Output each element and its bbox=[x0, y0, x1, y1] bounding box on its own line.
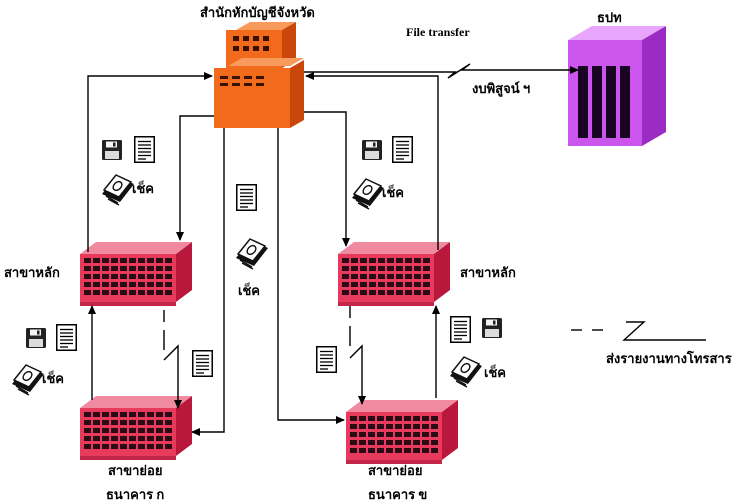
document-icon bbox=[450, 316, 471, 343]
cheque-stack-icon bbox=[449, 356, 483, 388]
legend-zigzag bbox=[622, 321, 706, 341]
provincial-office-building-icon bbox=[214, 22, 304, 128]
document-icon bbox=[134, 136, 155, 163]
cheque-label: เช็ค bbox=[484, 365, 506, 380]
sub-branch-a-label: สาขาย่อย bbox=[108, 463, 163, 478]
document-icon bbox=[192, 350, 213, 377]
cheque-label: เช็ค bbox=[382, 185, 404, 200]
cheque-label: เช็ค bbox=[132, 181, 154, 196]
cheque-stack-icon bbox=[351, 178, 385, 210]
provincial-office-label: สำนักหักบัญชีจังหวัด bbox=[200, 5, 315, 20]
office-to-main-left-arrow bbox=[176, 115, 214, 241]
center-icon-group bbox=[235, 184, 269, 270]
document-icon bbox=[236, 184, 257, 211]
main-left-to-office-arrow bbox=[87, 72, 213, 252]
sub-branch-a-bank-label: ธนาคาร ก bbox=[106, 487, 165, 502]
main-right-to-sub-b-telecom-arrow bbox=[349, 344, 366, 405]
lower-center-left-doc bbox=[192, 350, 213, 377]
main-right-to-office-arrow bbox=[305, 72, 439, 250]
office-to-sub-a-arrow bbox=[191, 128, 225, 436]
cheque-label: เช็ค bbox=[42, 371, 64, 386]
sub-branch-b-label: สาขาย่อย bbox=[368, 463, 423, 478]
document-icon bbox=[392, 136, 413, 163]
floppy-disk-icon bbox=[102, 140, 122, 160]
cheque-stack-icon bbox=[101, 174, 135, 206]
office-to-sub-b-arrow bbox=[277, 128, 345, 424]
bot-server-tower-icon bbox=[568, 26, 666, 146]
connector-lines bbox=[87, 63, 706, 436]
cheque-stack-icon bbox=[11, 364, 45, 396]
reconciliation-label: งบพิสูจน์ ฯ bbox=[472, 81, 531, 96]
cheque-label: เช็ค bbox=[238, 283, 260, 298]
sub-branch-b-bank-label: ธนาคาร ข bbox=[368, 487, 428, 502]
floppy-disk-icon bbox=[482, 318, 502, 338]
legend-telecom-label: ส่งรายงานทางโทรสาร bbox=[606, 351, 732, 366]
floppy-disk-icon bbox=[362, 140, 382, 160]
cheque-stack-icon bbox=[235, 238, 269, 270]
main-branch-left-label: สาขาหลัก bbox=[4, 265, 60, 280]
lower-center-right-doc bbox=[316, 346, 337, 373]
main-branch-right-icon bbox=[338, 242, 450, 306]
main-left-to-sub-a-telecom-arrow bbox=[163, 344, 182, 409]
bot-label: ธปท bbox=[597, 10, 622, 25]
office-to-main-right-arrow bbox=[304, 111, 350, 247]
sub-branch-a-icon bbox=[80, 396, 192, 460]
document-icon bbox=[56, 324, 77, 351]
document-icon bbox=[316, 346, 337, 373]
floppy-disk-icon bbox=[26, 328, 46, 348]
main-branch-left-icon bbox=[80, 242, 192, 306]
file-transfer-arrow bbox=[304, 63, 579, 79]
sub-branch-b-icon bbox=[346, 400, 458, 464]
file-transfer-label: File transfer bbox=[406, 25, 470, 39]
main-branch-right-label: สาขาหลัก bbox=[460, 265, 516, 280]
